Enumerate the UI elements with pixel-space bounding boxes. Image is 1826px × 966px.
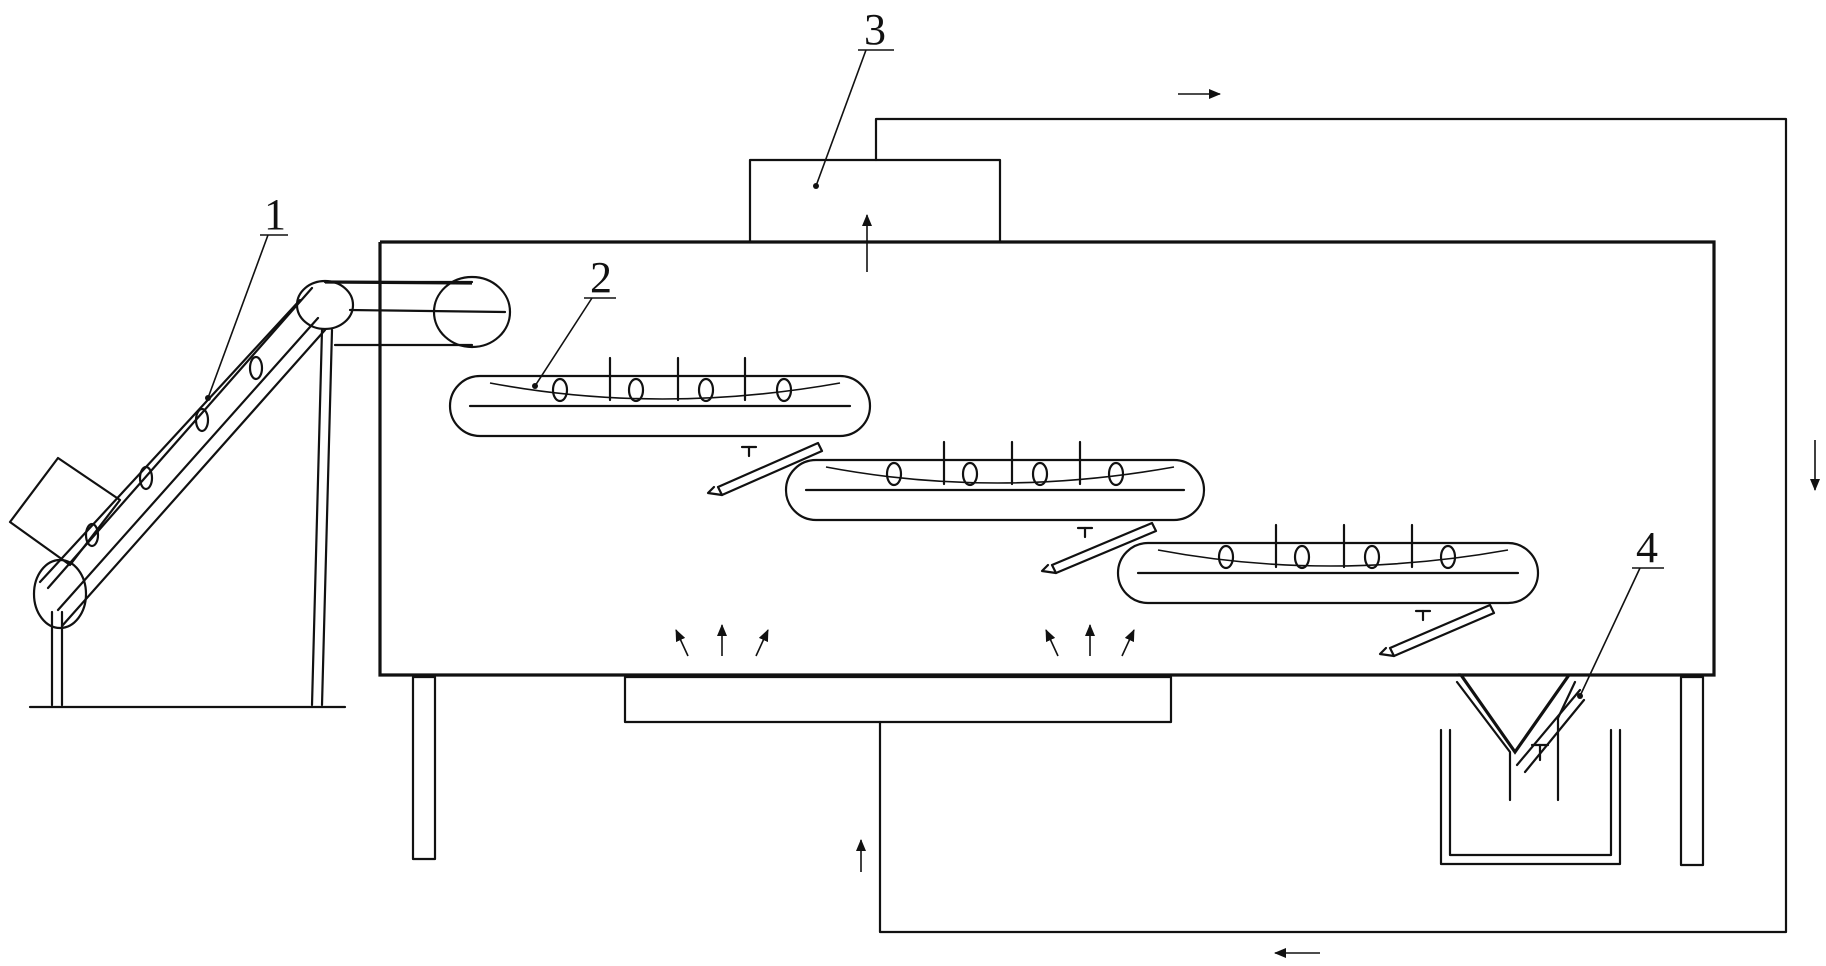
feeder-leader [207, 234, 269, 399]
chamber-leg-left [411, 675, 437, 861]
heater-unit-leader [815, 49, 867, 187]
collector-scraper [1515, 688, 1586, 774]
belt-upper [448, 356, 872, 438]
label-collector: 4 [1636, 523, 1658, 572]
hot-air-arrows-right [1045, 624, 1135, 657]
scraper-1 [706, 441, 824, 497]
collector-bin [1439, 728, 1622, 866]
belt-lower [1116, 523, 1540, 605]
chamber-bottom [378, 242, 1461, 677]
scraper-2 [1040, 521, 1158, 575]
chamber-outline [380, 240, 1716, 755]
chamber-outlet-funnel [1455, 680, 1577, 802]
label-feeder: 1 [264, 190, 286, 239]
belt-middle [784, 440, 1206, 522]
label-conveyor: 2 [590, 253, 612, 302]
collector-leader [1579, 567, 1641, 697]
bottom-heater-box [623, 675, 1173, 724]
circulation-duct-outer [874, 117, 1788, 934]
feeder-conveyor [8, 275, 512, 709]
belt-leader [534, 297, 593, 387]
label-heater-unit: 3 [864, 5, 886, 54]
chamber-leg-right [1679, 675, 1705, 867]
hot-air-arrows-left [675, 624, 769, 657]
heater-unit-box [748, 158, 1002, 244]
scraper-3 [1378, 603, 1496, 658]
